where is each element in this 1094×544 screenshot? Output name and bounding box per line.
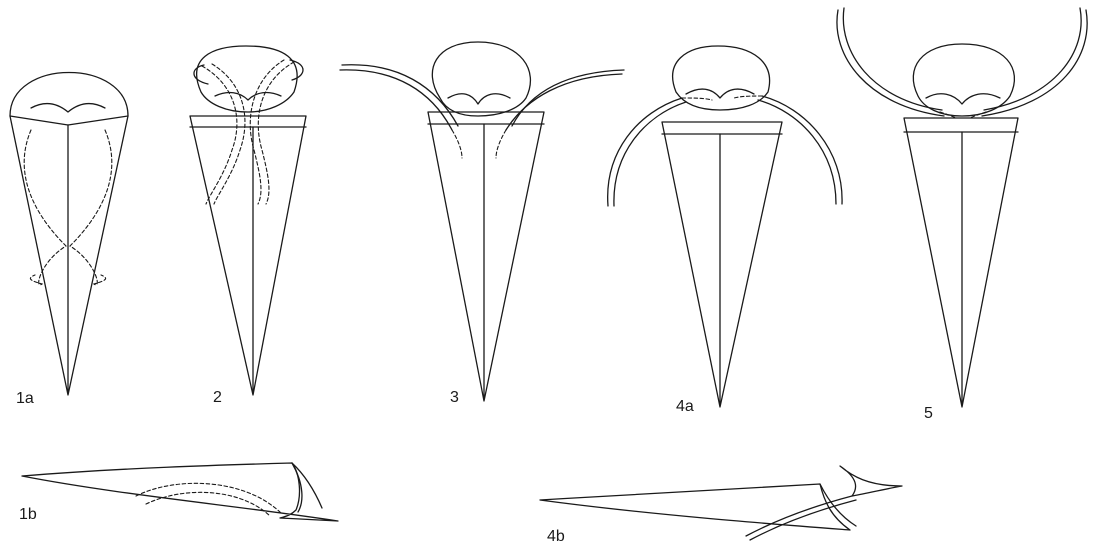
label-1b: 1b: [19, 506, 37, 523]
label-3: 3: [450, 389, 459, 406]
figure-1b-drawing: [22, 463, 338, 521]
label-5: 5: [924, 405, 933, 422]
label-2: 2: [213, 389, 222, 406]
figure-4b-drawing: [540, 466, 902, 540]
label-4a: 4a: [676, 398, 694, 415]
figure-1a-drawing: [10, 73, 128, 396]
figure-2-drawing: [190, 46, 306, 395]
figure-5-drawing: [837, 8, 1087, 407]
label-1a: 1a: [16, 390, 34, 407]
label-4b: 4b: [547, 528, 565, 544]
figure-3-drawing: [340, 42, 624, 401]
figure-4a-drawing: [608, 46, 842, 407]
